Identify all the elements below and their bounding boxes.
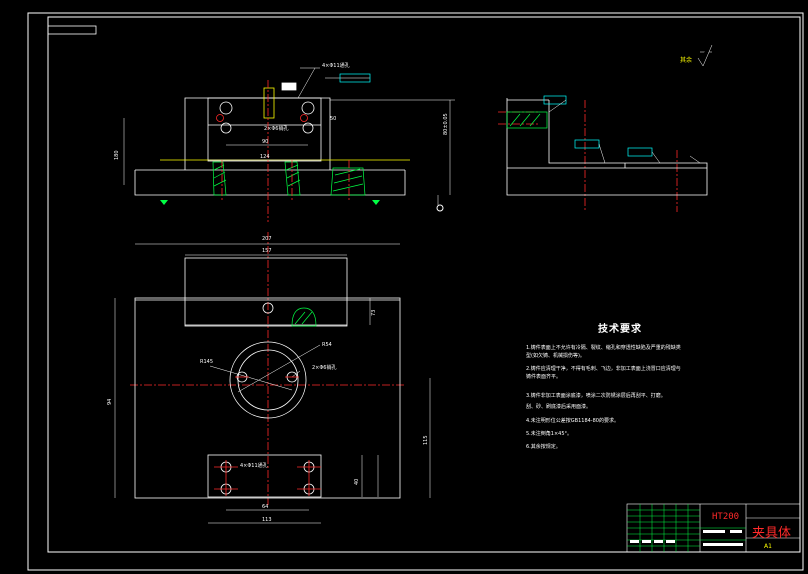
requirement-line: 1.铸件表面上不允许有冷隔、裂纹、缩孔和穿透性缺陷及严重的残缺类: [526, 345, 681, 351]
tolerance-frame-3: [574, 139, 600, 149]
requirement-line: 5.未注倒角1×45°。: [526, 431, 573, 437]
technical-requirements-title: 技术要求: [598, 324, 642, 335]
sheet-size-label: A1: [764, 543, 772, 550]
title-block-fills: [630, 530, 743, 546]
dim-label: 124: [260, 154, 270, 160]
material-label: HT200: [712, 512, 740, 522]
plan-red-marks: [214, 376, 321, 496]
dim-label: R145: [200, 359, 214, 365]
boss-outer: [229, 341, 307, 419]
dim-label: 180: [114, 150, 120, 160]
requirement-line: 4.未注明形位公差按GB1184-80的要求。: [526, 418, 619, 424]
requirement-line: 6.其余按规定。: [526, 444, 561, 450]
dim-label: 80±0.05: [443, 113, 449, 135]
front-hatch: [212, 161, 366, 196]
dim-label: 73: [371, 309, 377, 316]
dim-label: 40: [354, 478, 360, 485]
requirement-line: 3.铸件非加工表面涂底漆，喷涂二次防锈涂层后再刮平、打磨。: [526, 393, 666, 399]
datum-marks: [160, 200, 444, 212]
upper-block: [184, 97, 331, 170]
front-dimensions: [123, 67, 455, 205]
dim-label: 157: [262, 248, 272, 254]
side-view: [506, 98, 708, 196]
title-block-grid: [627, 504, 746, 552]
inner-block: [207, 97, 322, 162]
inner-border: [47, 16, 801, 553]
outer-border: [27, 12, 804, 571]
requirement-line: 刮、砂、刷底漆后采用面漆。: [526, 404, 592, 410]
side-leaders: [548, 44, 713, 164]
plan-dimensions: [114, 243, 431, 524]
upper-plate: [184, 257, 348, 327]
dim-label: R54: [322, 342, 332, 348]
base-outline: [134, 170, 406, 196]
dim-label: 115: [423, 435, 429, 445]
side-hatch: [506, 111, 548, 129]
dim-label: 2×Φ6销孔: [264, 126, 289, 132]
dim-label: 90: [262, 139, 269, 145]
front-view: [134, 82, 410, 196]
plan-hatch: [291, 307, 317, 327]
tolerance-frame-1: [339, 73, 371, 83]
requirement-line: 2.铸件应清理干净，不得有毛刺、飞边，非加工表面上浇冒口应清理与: [526, 366, 681, 372]
plan-view: [134, 257, 401, 499]
dim-label: 50: [330, 116, 337, 122]
roughness-note: 其余: [680, 57, 693, 64]
dim-label: 94: [107, 398, 113, 405]
lower-pad: [207, 454, 322, 498]
dim-label: 4×Φ11通孔: [240, 463, 268, 469]
dim-label: 207: [262, 236, 272, 242]
dim-label: 64: [262, 504, 269, 510]
requirement-line: 型(如欠铸、机械损伤等)。: [526, 353, 585, 359]
centerlines: [130, 80, 678, 505]
dim-label: 4×Φ11通孔: [322, 63, 350, 69]
corner-box: [47, 25, 97, 35]
requirement-line: 铸件表面齐平。: [526, 374, 562, 380]
base-plate: [134, 297, 401, 499]
part-name-label: 夹具体: [752, 526, 792, 541]
dim-label: 2×Φ6销孔: [312, 365, 337, 371]
dim-label: 113: [262, 517, 272, 523]
tolerance-frame-4: [627, 147, 653, 157]
